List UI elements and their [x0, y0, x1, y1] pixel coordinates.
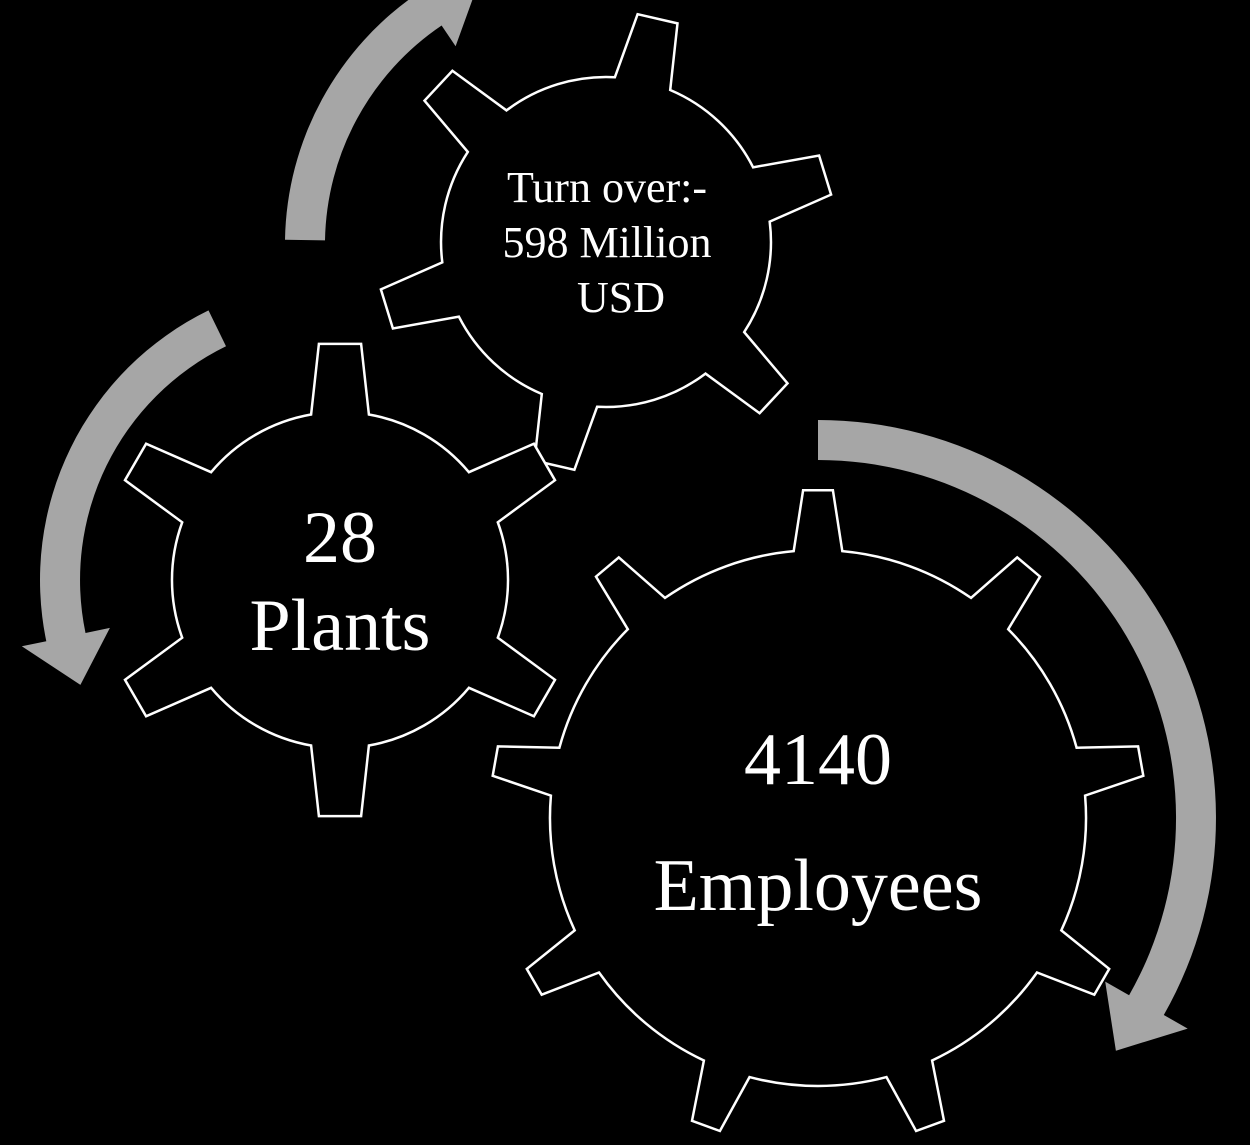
gear-turnover-icon: [379, 12, 833, 472]
gear-employees-icon: [491, 489, 1145, 1133]
plants-number: 28: [303, 497, 377, 579]
curved-arrow-right-icon: [818, 420, 1216, 1051]
gear-employees: 4140 Employees: [491, 489, 1145, 1133]
gear-turnover: Turn over:- 598 Million USD: [379, 12, 833, 472]
turnover-line-1: Turn over:-: [507, 163, 707, 212]
plants-label: Plants: [250, 585, 431, 667]
curved-arrow-left-icon: [21, 310, 226, 685]
employees-number: 4140: [744, 719, 892, 801]
cycle-arrows: [21, 0, 1216, 1051]
turnover-line-2: 598 Million: [502, 218, 711, 267]
gear-plants-icon: [123, 342, 557, 818]
curved-arrow-top-icon: [285, 0, 473, 241]
turnover-line-3: USD: [577, 273, 665, 322]
employees-label: Employees: [654, 845, 983, 927]
gear-plants: 28 Plants: [123, 342, 557, 818]
